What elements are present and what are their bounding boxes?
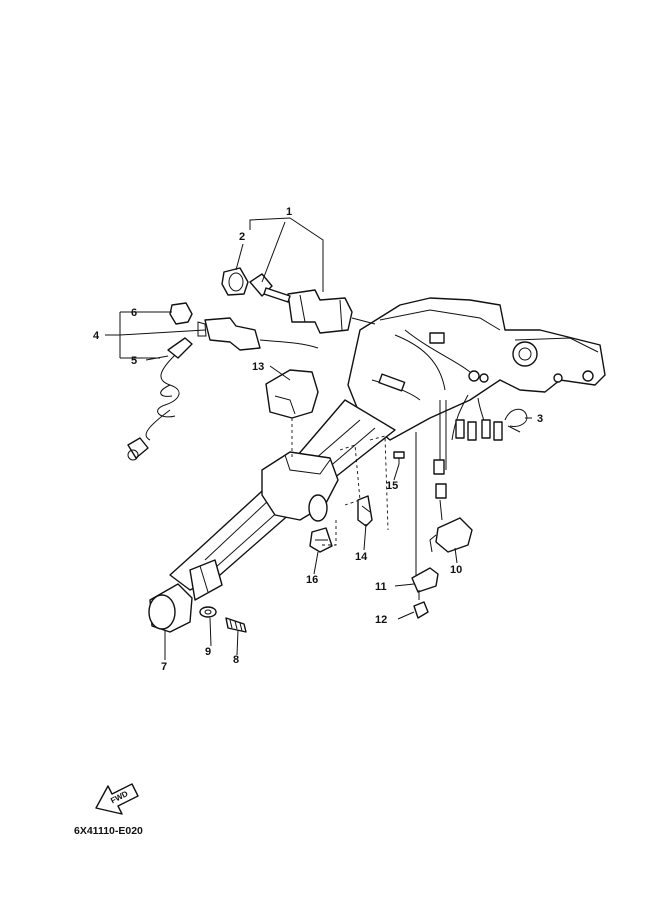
washer-part	[199, 606, 217, 618]
fwd-arrow-icon: FWD	[95, 783, 139, 815]
leader-lines	[105, 217, 532, 660]
stop-switch-part	[197, 317, 319, 351]
drawing-code: 6X41110-E020	[74, 825, 143, 837]
callout-labels: 1 2 3 4 5 6 7 8 9 10 11 12 13 14 15 16	[93, 206, 543, 673]
switch-cap-part	[221, 267, 249, 296]
tiller-handle-assembly	[148, 297, 606, 633]
callout-16: 16	[306, 574, 318, 586]
callout-3: 3	[537, 413, 543, 425]
callout-1: 1	[286, 206, 292, 218]
screw-15-part	[393, 451, 405, 464]
callout-12: 12	[375, 614, 387, 626]
harness-connectors	[433, 394, 503, 499]
callout-8: 8	[233, 654, 239, 666]
handle-cover-part	[265, 369, 319, 419]
bolt-part	[413, 590, 429, 619]
callout-4: 4	[93, 330, 100, 342]
lanyard-part	[127, 337, 193, 461]
callout-2: 2	[239, 231, 245, 243]
rectifier-part	[429, 499, 473, 553]
screw-8-part	[225, 617, 247, 633]
callout-9: 9	[205, 646, 211, 658]
callout-10: 10	[450, 564, 462, 576]
clamp-16-part	[309, 527, 333, 553]
callout-5: 5	[131, 355, 137, 367]
clamp-14-part	[357, 495, 373, 527]
stop-switch-cap-part	[169, 302, 193, 325]
callout-14: 14	[355, 551, 368, 563]
callout-15: 15	[386, 480, 398, 492]
callout-7: 7	[161, 661, 167, 673]
main-switch-part	[249, 273, 376, 334]
callout-11: 11	[375, 581, 387, 593]
plate-part	[411, 432, 439, 593]
callout-6: 6	[131, 307, 137, 319]
clip-part	[504, 408, 528, 433]
callout-13: 13	[252, 361, 264, 373]
